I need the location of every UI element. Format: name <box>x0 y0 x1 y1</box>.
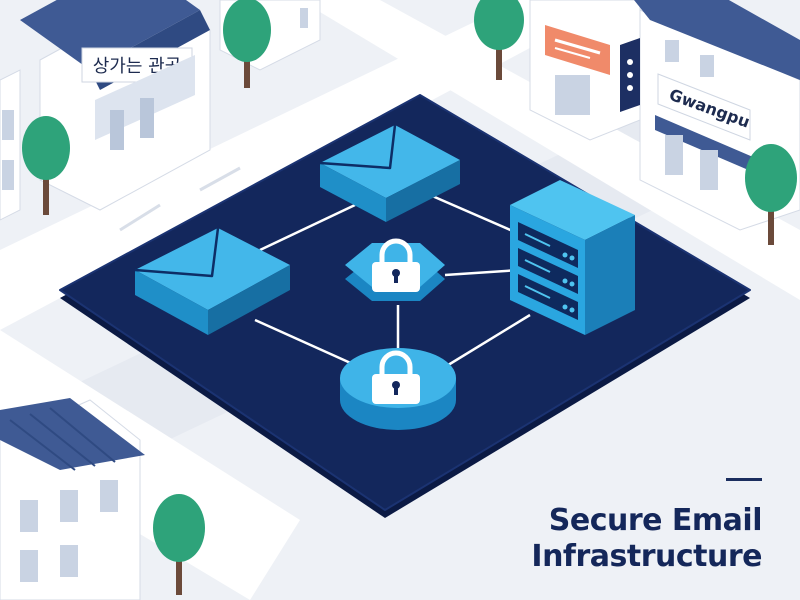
caption-line-1: Secure Email <box>548 503 763 538</box>
building-korean-sign: 상가는 관곰 <box>20 0 211 211</box>
building-orange-sign <box>529 0 641 141</box>
building-left-edge <box>0 69 21 221</box>
lock-icon <box>345 238 445 301</box>
tree-icon <box>153 494 205 595</box>
caption-line-2: Infrastructure <box>531 539 762 574</box>
tree-icon <box>22 116 70 215</box>
connection-lines <box>254 193 531 372</box>
tree-icon <box>745 144 797 245</box>
orange-sign <box>545 25 610 75</box>
street-band <box>300 0 800 300</box>
tree-icon <box>223 0 271 88</box>
lock-icon <box>340 348 456 430</box>
server-icon <box>510 180 635 335</box>
envelope-icon <box>319 124 460 222</box>
envelope-icon <box>134 227 290 335</box>
tree-icon <box>474 0 524 80</box>
building-bottom-left <box>0 398 145 600</box>
caption-block: Secure Email Infrastructure <box>462 478 763 575</box>
caption-accent-bar <box>726 478 762 481</box>
street-band <box>0 330 300 600</box>
